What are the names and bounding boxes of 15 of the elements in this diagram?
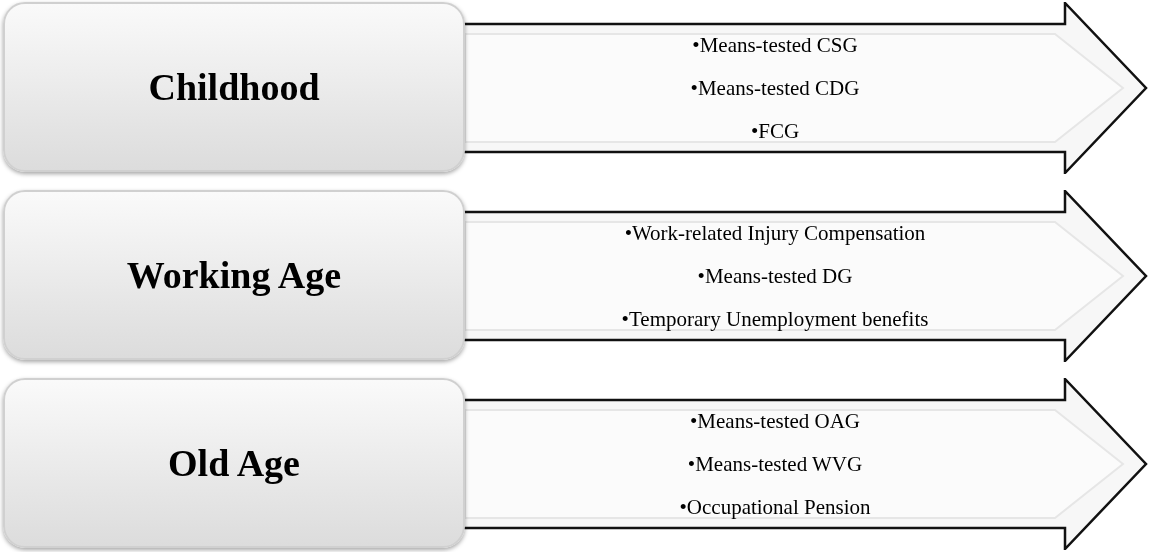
bullet-item: •Means-tested CDG: [690, 74, 860, 102]
stage-box: [3, 2, 465, 172]
bullet-item: •Means-tested DG: [697, 262, 853, 290]
stage-box: [3, 378, 465, 548]
bullet-item: •Occupational Pension: [679, 493, 871, 521]
bullet-item: •Means-tested OAG: [689, 407, 861, 435]
stage-title: Childhood: [148, 64, 320, 110]
stage-title: Working Age: [126, 252, 342, 298]
bullet-item: •FCG: [750, 117, 800, 145]
stage-box: [3, 190, 465, 360]
bullet-item: •Means-tested CSG: [692, 31, 858, 59]
stage-title: Old Age: [168, 440, 300, 486]
bullet-item: •Work-related Injury Compensation: [624, 219, 926, 247]
bullet-item: •Means-tested WVG: [687, 450, 863, 478]
bullet-item: •Temporary Unemployment benefits: [621, 305, 929, 333]
